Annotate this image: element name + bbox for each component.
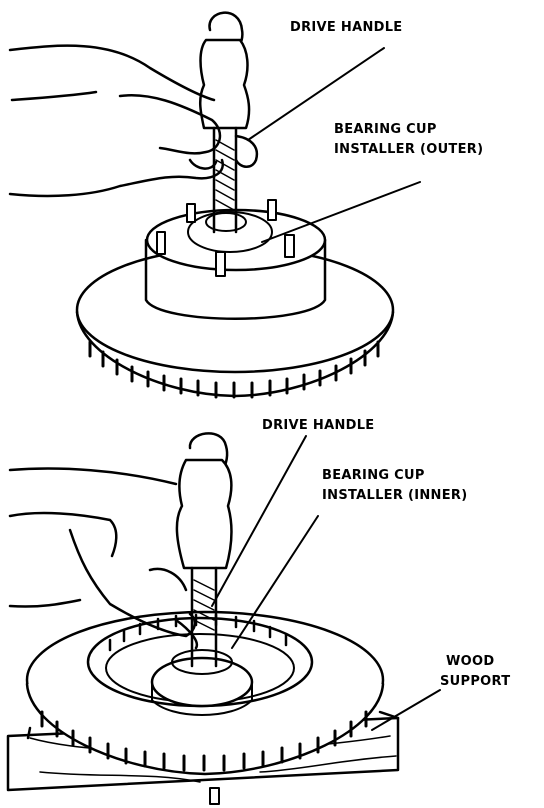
top-hand-illustration [8,44,259,198]
label-bottom-drive-handle: DRIVE HANDLE [262,418,375,433]
bottom-hand-illustration [8,467,199,650]
bottom-rotor-illustration [25,610,385,805]
leader-top-drive-handle [247,47,385,141]
bottom-stud [209,787,220,805]
label-wood-support-line2: SUPPORT [440,674,511,689]
bottom-drive-handle-tool [175,432,233,668]
top-drive-handle-tool [199,11,251,234]
label-outer-installer-line1: BEARING CUP [334,122,437,137]
leader-wood-support [371,689,441,731]
leader-outer-installer [261,181,421,243]
knurled-shaft-hatch [215,139,235,211]
leader-bottom-drive-handle [211,435,307,607]
leader-inner-installer [231,515,319,649]
label-inner-installer-line1: BEARING CUP [322,468,425,483]
label-wood-support-line1: WOOD [446,654,495,669]
lug-studs [156,199,295,277]
label-top-drive-handle: DRIVE HANDLE [290,20,403,35]
bottom-knurled-shaft-hatch [193,579,215,631]
label-outer-installer-line2: INSTALLER (OUTER) [334,142,484,157]
rotor-vent-slots [88,340,380,399]
label-inner-installer-line2: INSTALLER (INNER) [322,488,468,503]
bottom-rotor-vent-slots [40,710,368,772]
